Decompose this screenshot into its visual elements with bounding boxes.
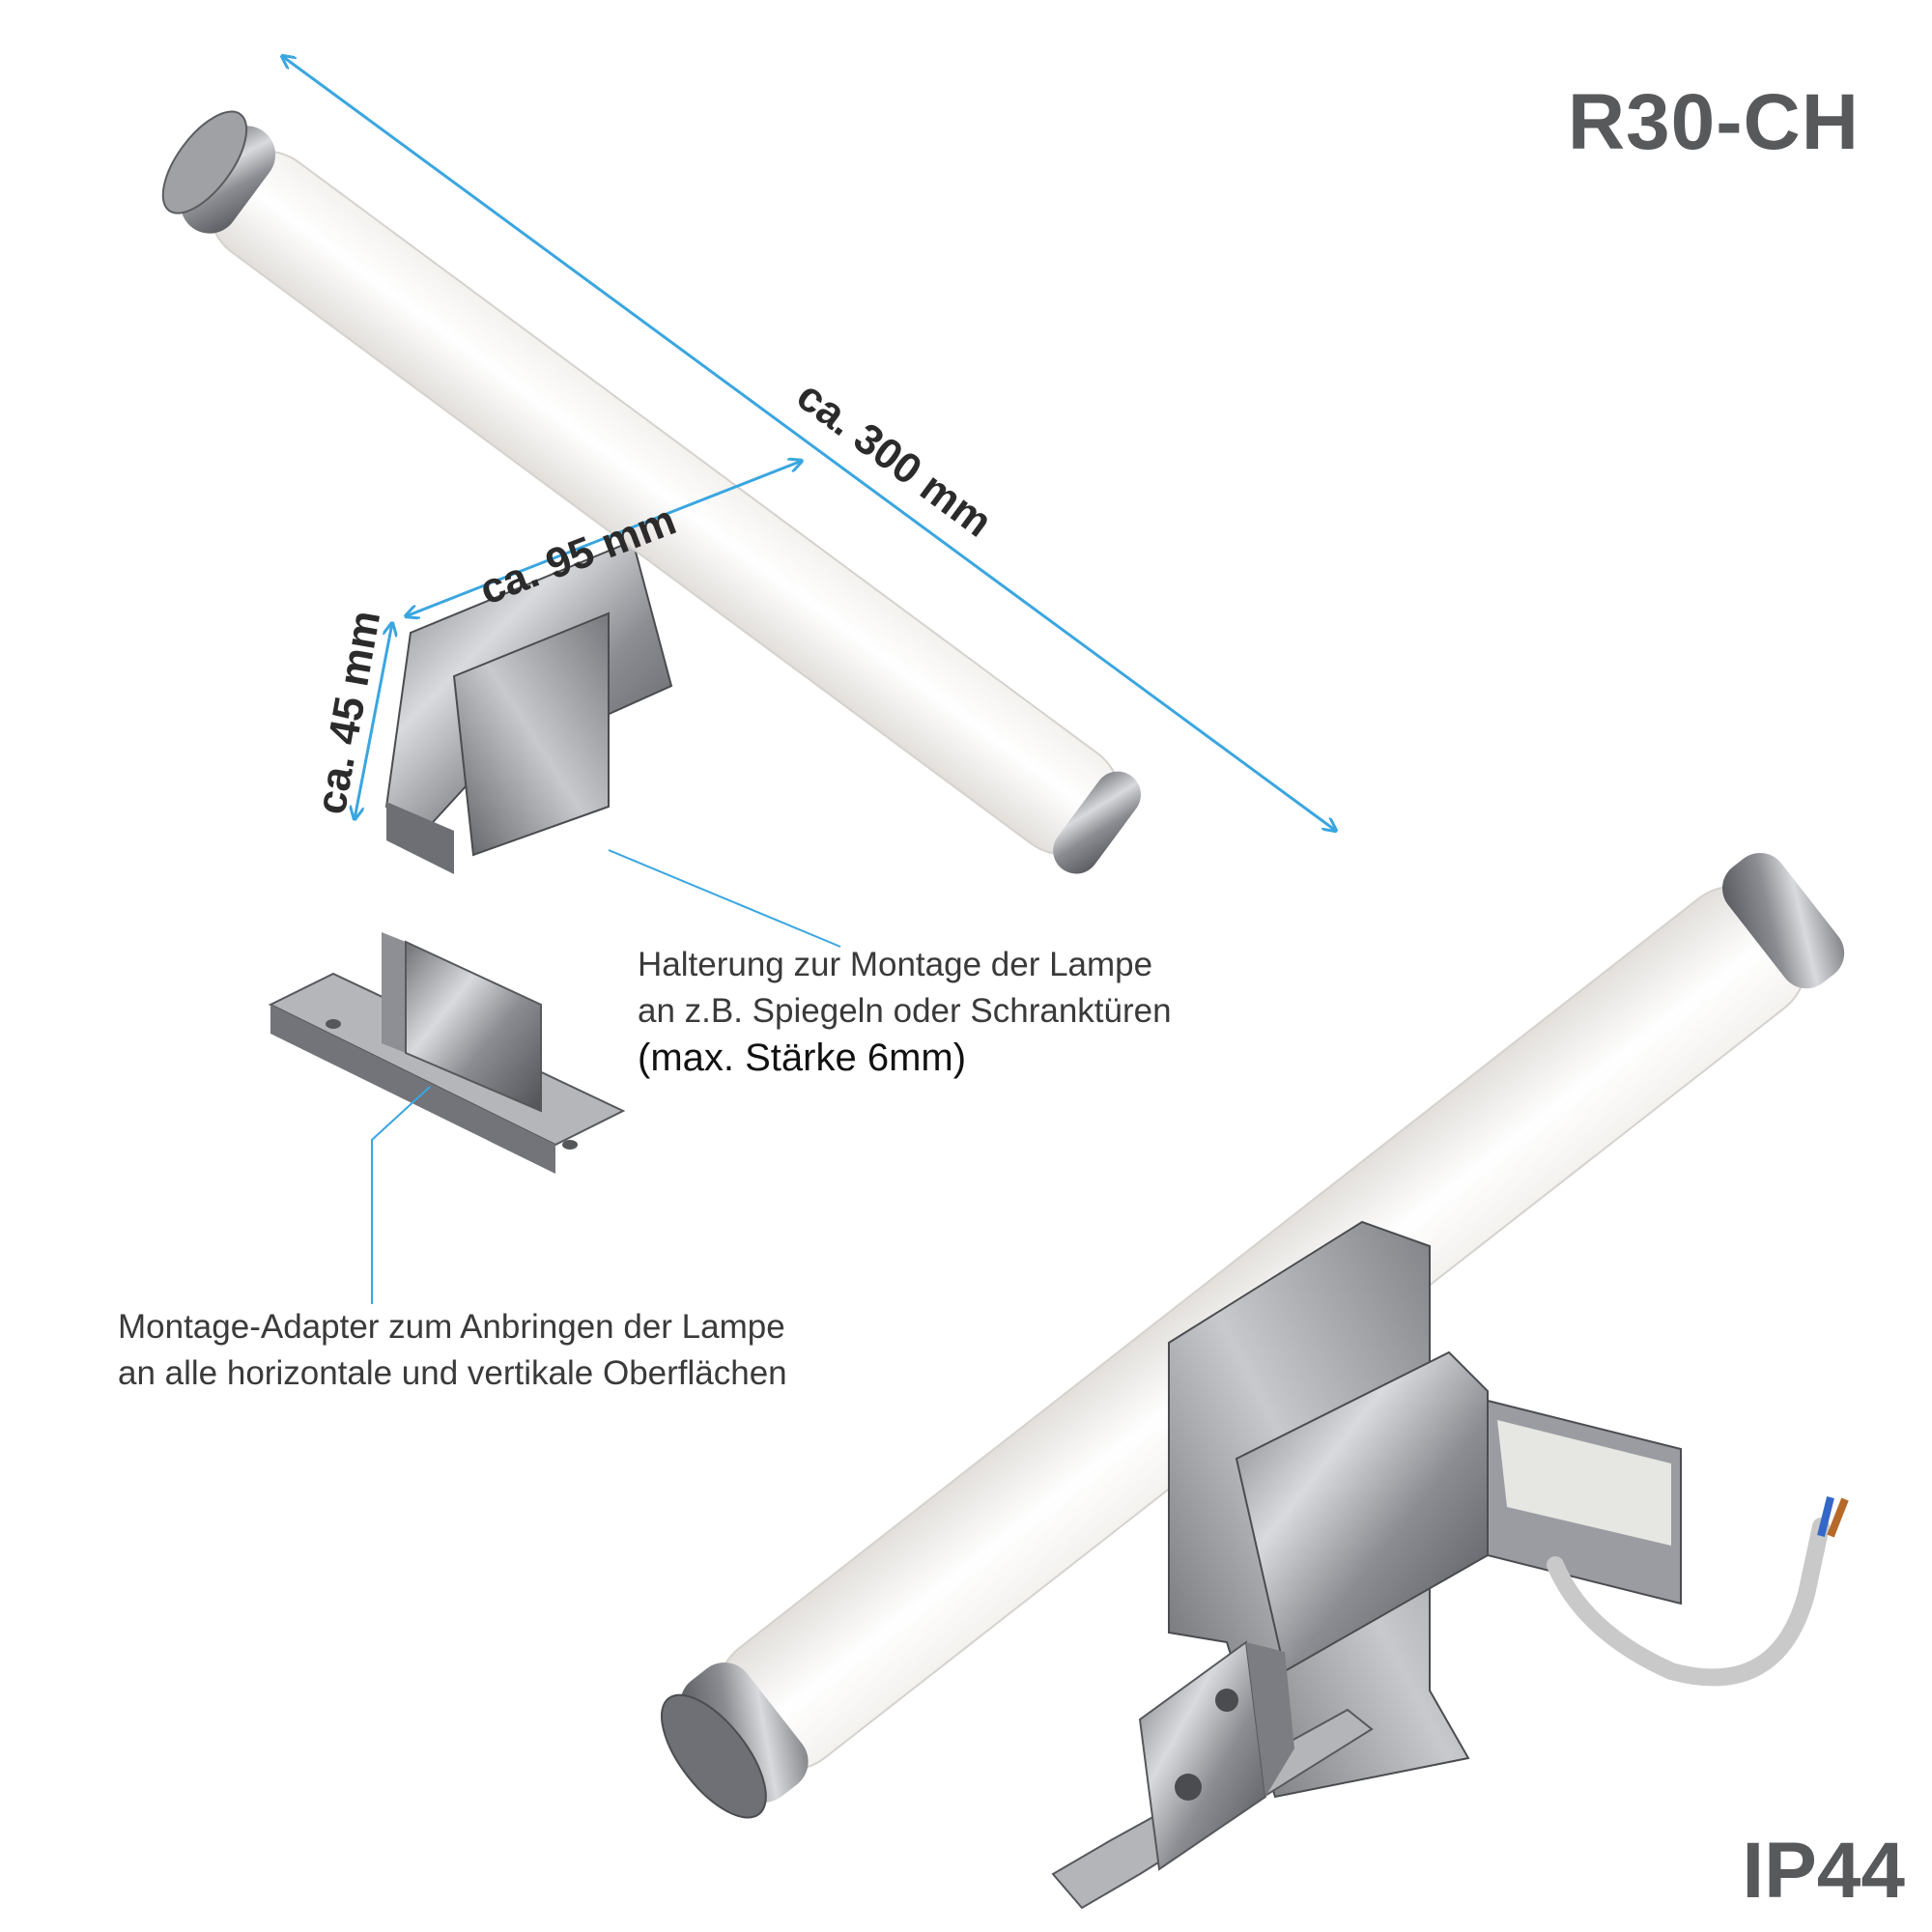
ip-rating-label: IP44 (1742, 1827, 1905, 1915)
bracket-callout-line (608, 849, 841, 948)
small-adapter (1051, 1640, 1374, 1910)
adapter-note: Montage-Adapter zum Anbringen der Lampe … (118, 1304, 787, 1397)
mounting-adapter (268, 932, 626, 1174)
model-label: R30-CH (1567, 78, 1860, 166)
bracket-note: Halterung zur Montage der Lampe an z.B. … (638, 942, 1172, 1081)
bracket-note-line2: an z.B. Spiegeln oder Schranktüren (638, 992, 1172, 1030)
top-lamp-endcap-left (181, 126, 276, 234)
adapter-callout-line (371, 1086, 431, 1304)
bracket-note-line3: (max. Stärke 6mm) (638, 1037, 967, 1079)
length-dimension-line (282, 56, 1336, 831)
bracket-note-line1: Halterung zur Montage der Lampe (638, 946, 1153, 983)
bottom-lamp-endcap (680, 1662, 809, 1803)
depth-dimension-line (406, 461, 802, 616)
top-lamp (161, 110, 1141, 874)
adapter-note-line1: Montage-Adapter zum Anbringen der Lampe (118, 1308, 785, 1346)
height-dimension-line (355, 623, 392, 819)
adapter-note-line2: an alle horizontale und vertikale Oberfl… (118, 1354, 787, 1392)
